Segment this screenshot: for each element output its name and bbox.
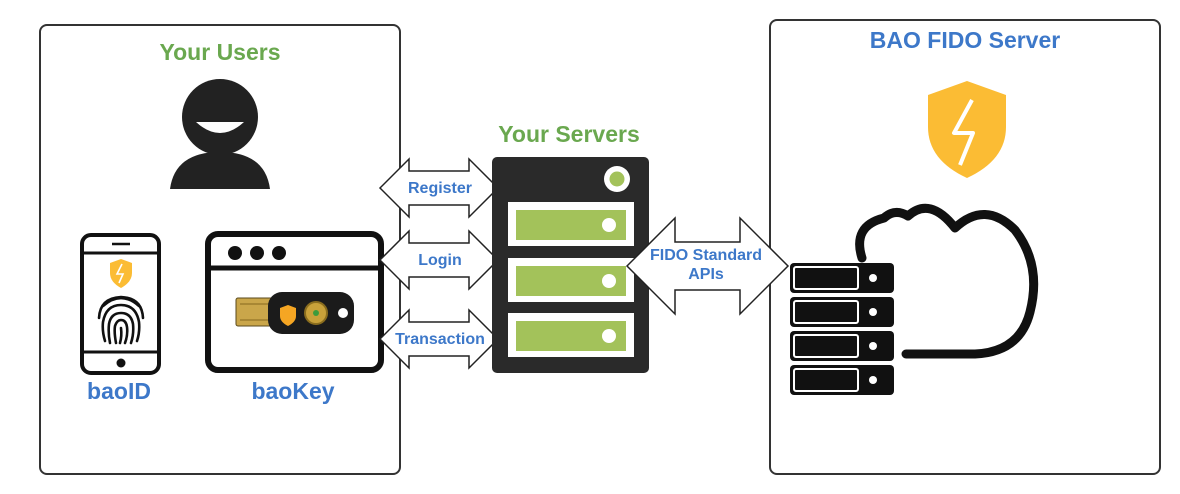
bao-shield-icon <box>928 81 1006 178</box>
baokey-label: baoKey <box>251 378 335 404</box>
register-label: Register <box>407 180 473 197</box>
baoid-label: baoID <box>87 378 151 404</box>
users-panel-title: Your Users <box>159 39 281 65</box>
security-key-icon <box>235 292 354 334</box>
fingerprint-icon <box>97 295 145 345</box>
servers-title: Your Servers <box>498 121 640 147</box>
login-label: Login <box>418 252 462 269</box>
phone-shield-icon <box>110 259 132 288</box>
fido-api-arrow <box>625 216 790 316</box>
cloud-icon <box>855 203 1039 359</box>
server-stack-icon <box>790 263 894 395</box>
transaction-label: Transaction <box>395 331 485 348</box>
fido-api-label-line1: FIDO Standard <box>649 247 763 264</box>
fido-api-label: FIDO Standard APIs <box>650 246 762 284</box>
user-icon <box>170 79 270 189</box>
fido-api-label-line2: APIs <box>688 266 724 283</box>
bao-panel-title: BAO FIDO Server <box>869 27 1061 53</box>
server-rack-icon <box>492 157 649 373</box>
